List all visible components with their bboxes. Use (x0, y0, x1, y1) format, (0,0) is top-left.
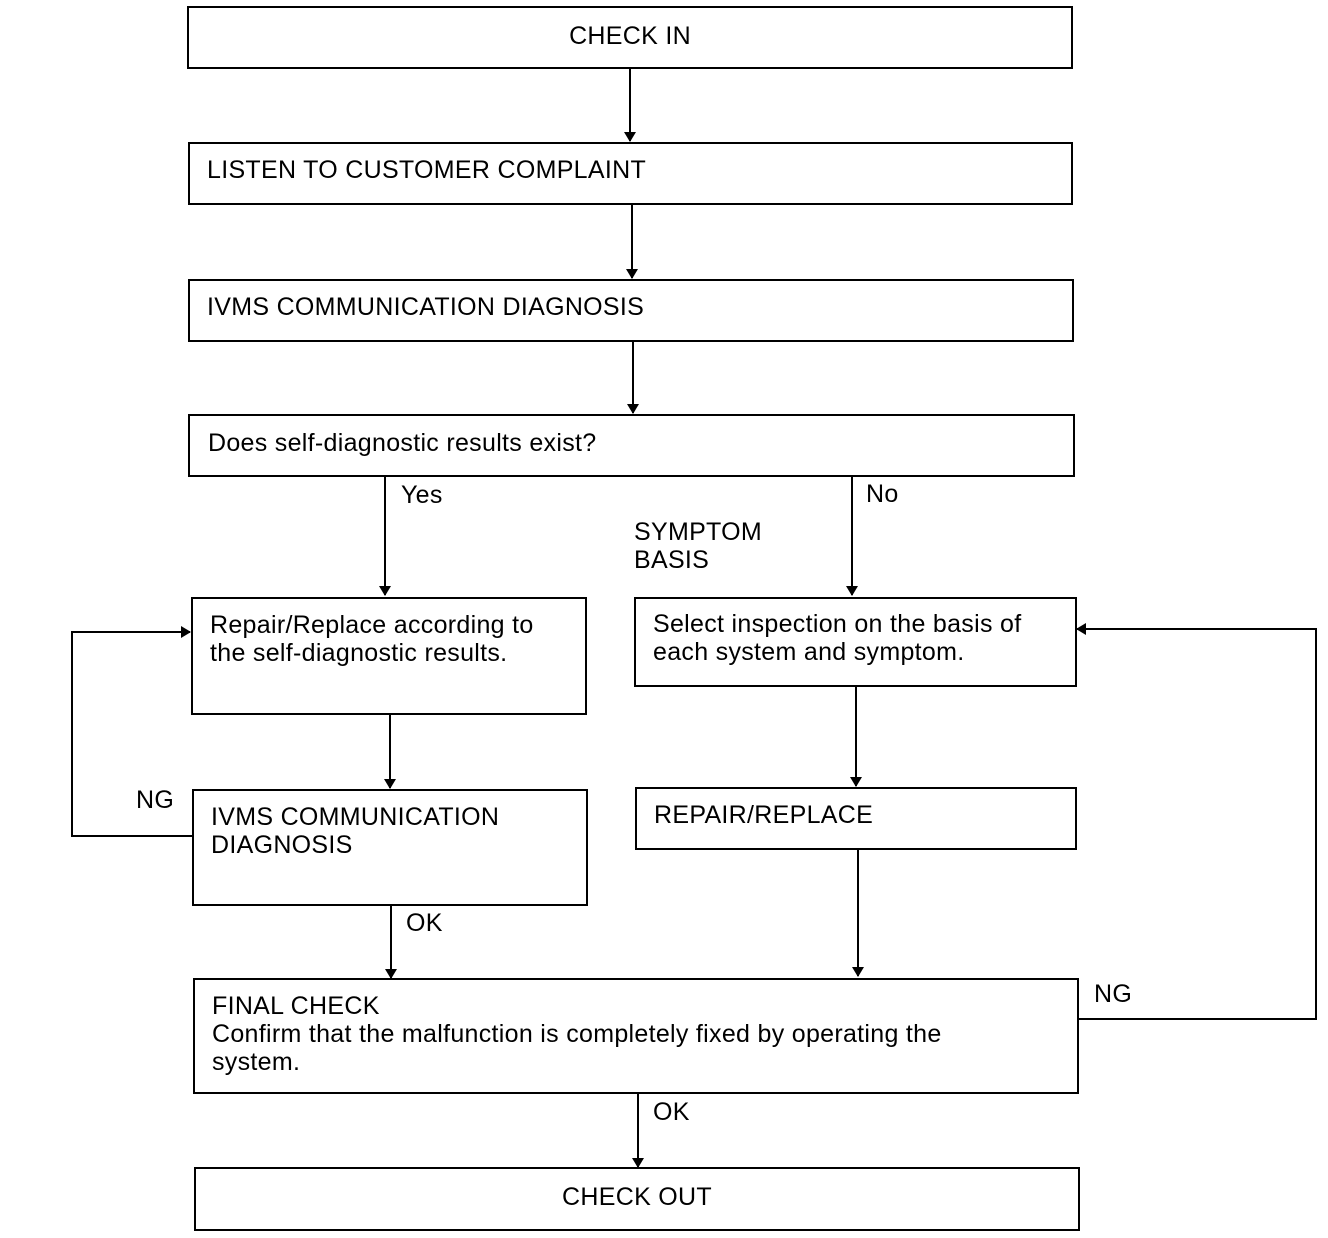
final-check-box: FINAL CHECK Confirm that the malfunction… (193, 978, 1079, 1094)
ok-bottom-label: OK (653, 1098, 690, 1126)
no-label: No (866, 480, 899, 508)
ng-right-label: NG (1094, 980, 1133, 1008)
ivms-diagnosis-2-box: IVMS COMMUNICATION DIAGNOSIS (192, 789, 588, 906)
repair-replace-box: REPAIR/REPLACE (635, 787, 1077, 850)
question-text: Does self-diagnostic results exist? (208, 429, 597, 457)
check-in-text: CHECK IN (569, 22, 691, 50)
ng-left-label: NG (136, 786, 175, 814)
ivms-diag2-line1: IVMS COMMUNICATION (211, 803, 500, 831)
arrow-ng-loop-right (1076, 623, 1317, 1020)
symptom-label-line2: BASIS (634, 546, 710, 574)
final-check-line2: Confirm that the malfunction is complete… (212, 1020, 942, 1048)
repair-self-diagnostic-box: Repair/Replace according to the self-dia… (191, 597, 587, 715)
select-inspection-box: Select inspection on the basis of each s… (634, 597, 1077, 687)
repair-self-line2: the self-diagnostic results. (210, 639, 508, 667)
symptom-label-line1: SYMPTOM (634, 518, 763, 546)
ivms-diagnosis-text: IVMS COMMUNICATION DIAGNOSIS (207, 293, 645, 321)
symptom-basis-label: SYMPTOM BASIS (634, 518, 762, 574)
repair-self-line1: Repair/Replace according to (210, 611, 534, 639)
listen-text: LISTEN TO CUSTOMER COMPLAINT (207, 156, 647, 184)
final-check-line3: system. (212, 1048, 301, 1076)
check-out-box: CHECK OUT (194, 1167, 1080, 1231)
yes-label: Yes (401, 481, 443, 509)
select-inspection-line1: Select inspection on the basis of (653, 610, 1022, 638)
final-check-line1: FINAL CHECK (212, 992, 380, 1020)
check-out-text: CHECK OUT (562, 1183, 712, 1211)
ok-mid-label: OK (406, 909, 443, 937)
ivms-diag2-line2: DIAGNOSIS (211, 831, 353, 859)
repair-replace-text: REPAIR/REPLACE (654, 801, 874, 829)
check-in-box: CHECK IN (187, 6, 1073, 69)
ivms-diagnosis-box: IVMS COMMUNICATION DIAGNOSIS (188, 279, 1074, 342)
select-inspection-line2: each system and symptom. (653, 638, 965, 666)
listen-box: LISTEN TO CUSTOMER COMPLAINT (188, 142, 1073, 205)
question-box: Does self-diagnostic results exist? (188, 414, 1075, 477)
arrow-ng-loop-left (71, 626, 192, 837)
